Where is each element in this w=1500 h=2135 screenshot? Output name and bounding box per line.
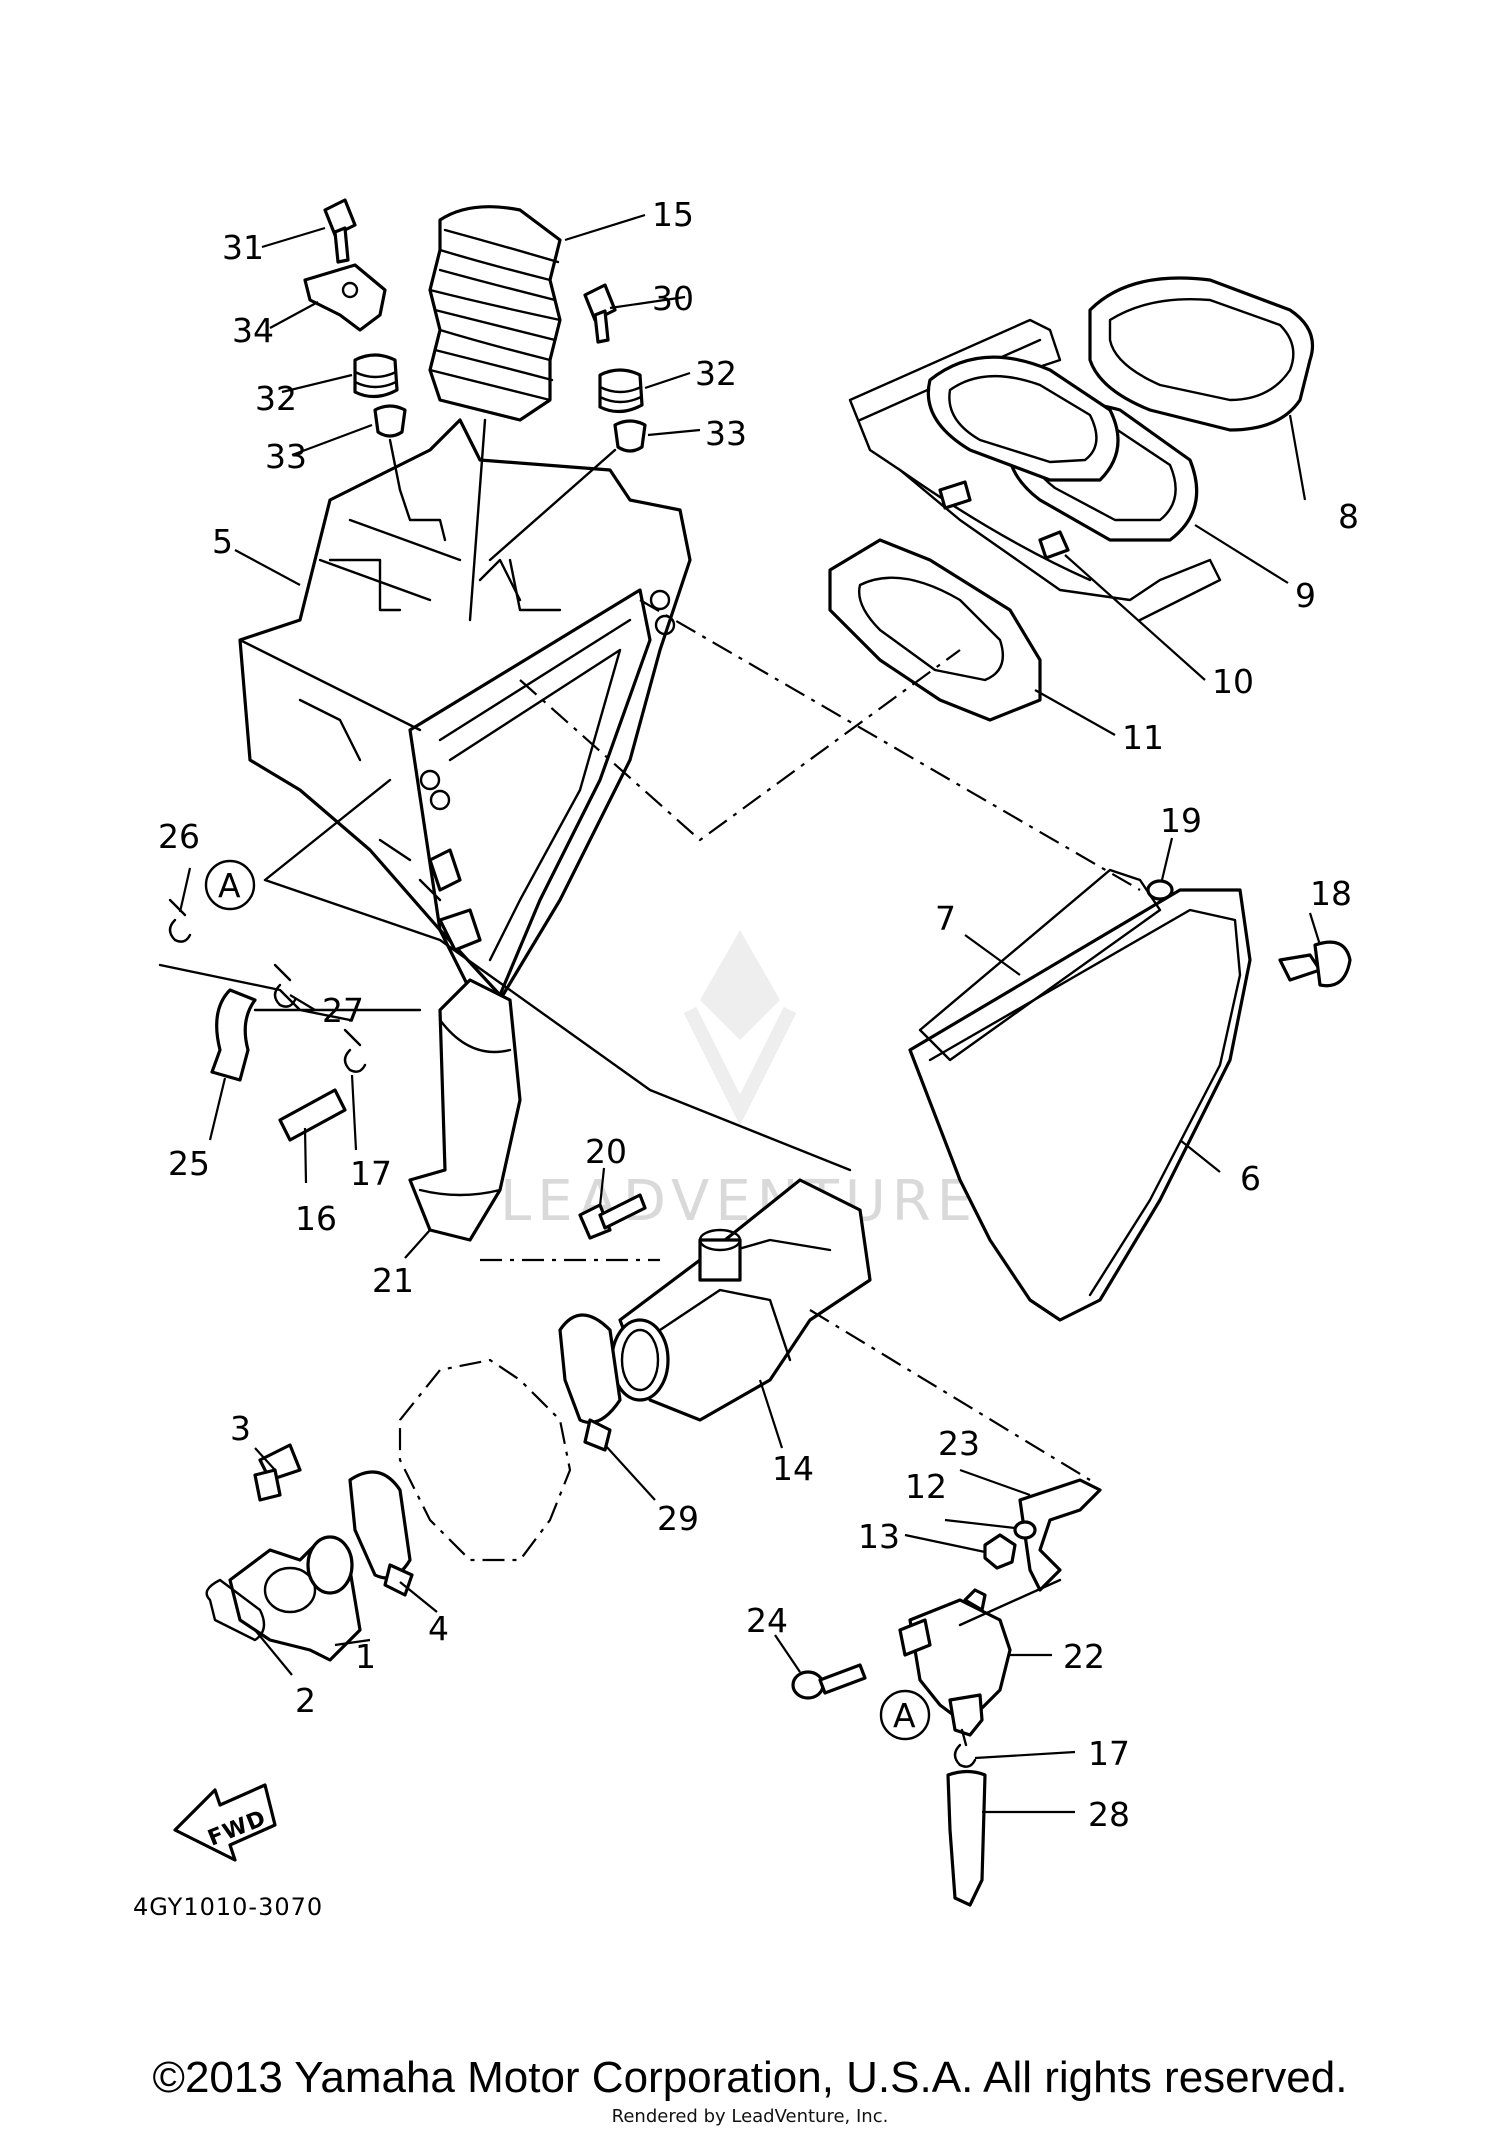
callout-2: 2 — [295, 1681, 316, 1720]
callout-4: 4 — [428, 1609, 449, 1648]
callout-26: 26 — [158, 817, 200, 856]
ref-line-boot — [468, 418, 487, 622]
ref-line-a-marker — [263, 778, 852, 1172]
callout-33-left: 33 — [265, 437, 307, 476]
ref-line-cover — [639, 599, 1141, 891]
callout-labels: 1 2 3 4 5 6 7 8 9 10 11 12 13 14 15 16 1… — [158, 195, 1359, 1834]
callout-17-upper: 17 — [350, 1154, 392, 1193]
screw-24[interactable] — [791, 1663, 867, 1700]
filter-foam-8[interactable] — [1088, 276, 1315, 432]
carburetor-outline — [398, 1358, 572, 1562]
washer-12[interactable] — [1013, 1520, 1037, 1540]
marker-a-lower: A — [879, 1689, 931, 1741]
screw-20[interactable] — [578, 1193, 647, 1240]
filter-guide-plate[interactable] — [926, 355, 1120, 560]
ref-line-gasket — [519, 649, 961, 842]
clip-17-lower[interactable] — [953, 1728, 977, 1768]
fwd-arrow-icon: FWD — [173, 1783, 277, 1862]
ref-line-grommet — [488, 448, 617, 562]
callout-11: 11 — [1122, 718, 1164, 757]
callout-20: 20 — [585, 1132, 627, 1171]
callout-10: 10 — [1212, 662, 1254, 701]
callout-29: 29 — [657, 1499, 699, 1538]
washer-19[interactable] — [1146, 879, 1174, 901]
ref-line-hose-a — [158, 963, 422, 1022]
grommet-32-right[interactable] — [598, 368, 644, 414]
callout-25: 25 — [168, 1144, 210, 1183]
bolt-30[interactable] — [583, 283, 617, 344]
clip-26[interactable] — [168, 898, 192, 943]
rendered-by-credit: Rendered by LeadVenture, Inc. — [611, 2106, 889, 2127]
callout-21: 21 — [372, 1261, 414, 1300]
callout-23: 23 — [938, 1424, 980, 1463]
grommet-32-left[interactable] — [353, 353, 399, 399]
svg-text:A: A — [893, 1696, 916, 1735]
bracket-34[interactable] — [303, 263, 387, 332]
copyright-notice: ©2013 Yamaha Motor Corporation, U.S.A. A… — [152, 2053, 1348, 2102]
heat-shield-21[interactable] — [408, 978, 522, 1242]
stay-23[interactable] — [1018, 1478, 1102, 1592]
callout-15: 15 — [652, 195, 694, 234]
bolt-31[interactable] — [323, 198, 357, 264]
ref-line-collar — [388, 438, 402, 492]
hose-28[interactable] — [946, 1769, 987, 1907]
callout-32-right: 32 — [695, 354, 737, 393]
clamp-29[interactable] — [558, 1313, 622, 1452]
air-box-cover-6[interactable] — [908, 888, 1252, 1322]
intake-boot-15[interactable] — [428, 205, 562, 422]
ref-line-joint — [809, 1309, 1091, 1481]
collar-33-right[interactable] — [613, 419, 647, 453]
callout-16: 16 — [295, 1199, 337, 1238]
callout-6: 6 — [1240, 1159, 1261, 1198]
air-box-5[interactable] — [238, 418, 692, 1002]
callout-33-right: 33 — [705, 414, 747, 453]
drain-hose-16[interactable] — [278, 1088, 347, 1142]
gasket-11[interactable] — [828, 538, 1042, 722]
collar-33-left[interactable] — [373, 404, 407, 438]
breather-22[interactable] — [898, 1588, 1012, 1737]
thumb-screw-18[interactable] — [1278, 940, 1352, 988]
nut-13[interactable] — [983, 1533, 1017, 1570]
svg-text:A: A — [218, 866, 241, 905]
callout-27: 27 — [322, 991, 364, 1030]
callout-28: 28 — [1088, 1795, 1130, 1834]
callout-3: 3 — [230, 1409, 251, 1448]
ref-line-a-lower — [958, 1578, 1062, 1627]
callout-8: 8 — [1338, 497, 1359, 536]
callout-7: 7 — [935, 899, 956, 938]
manifold-1[interactable] — [228, 1535, 362, 1662]
leader-lines — [178, 213, 1322, 1814]
callout-22: 22 — [1063, 1637, 1105, 1676]
callout-19: 19 — [1160, 801, 1202, 840]
callout-24: 24 — [746, 1601, 788, 1640]
clip-17-upper[interactable] — [343, 1028, 367, 1073]
callout-13: 13 — [858, 1517, 900, 1556]
callout-30: 30 — [652, 279, 694, 318]
clamp-4[interactable] — [348, 1470, 414, 1597]
callout-5: 5 — [212, 522, 233, 561]
callout-32-left: 32 — [255, 379, 297, 418]
callout-1: 1 — [355, 1637, 376, 1676]
bolt-3[interactable] — [253, 1443, 302, 1502]
watermark-logo — [683, 930, 797, 1126]
callout-12: 12 — [905, 1467, 947, 1506]
hose-25[interactable] — [210, 988, 257, 1082]
callout-14: 14 — [772, 1449, 814, 1488]
callout-31: 31 — [222, 228, 264, 267]
watermark-text: LEADVENTURE — [500, 1169, 978, 1234]
callout-17-lower: 17 — [1088, 1734, 1130, 1773]
callout-34: 34 — [232, 311, 274, 350]
o-ring-2[interactable] — [205, 1578, 266, 1642]
clip-27[interactable] — [273, 963, 297, 1008]
marker-a-upper: A — [204, 859, 256, 911]
part-code: 4GY1010-3070 — [133, 1893, 323, 1921]
intake-joint-14[interactable] — [610, 1178, 872, 1422]
callout-9: 9 — [1295, 576, 1316, 615]
callout-18: 18 — [1310, 874, 1352, 913]
